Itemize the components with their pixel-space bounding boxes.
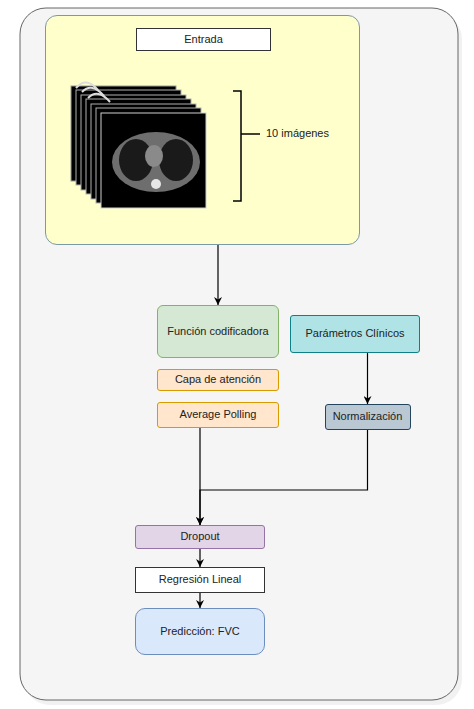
node-text: Regresión Lineal — [159, 573, 242, 586]
node-text: Dropout — [180, 530, 219, 543]
normalization-box: Normalización — [325, 404, 411, 430]
bracket — [233, 91, 260, 201]
node-text: Función codificadora — [167, 325, 269, 338]
regression-box: Regresión Lineal — [135, 567, 265, 593]
clinical-params-box: Parámetros Clínicos — [290, 315, 420, 353]
flow-arrow — [200, 430, 368, 525]
node-text: Average Polling — [180, 408, 257, 421]
node-text: Normalización — [333, 410, 403, 423]
node-text: 10 imágenes — [266, 127, 329, 140]
encoder-box: Función codificadora — [157, 305, 279, 358]
node-text: Capa de atención — [175, 373, 261, 386]
node-text: Predicción: FVC — [160, 625, 239, 638]
ct-slices — [71, 82, 206, 208]
flow-arrow — [199, 549, 200, 567]
prediction-box: Predicción: FVC — [135, 608, 265, 655]
node-text: Parámetros Clínicos — [305, 327, 404, 340]
pooling-box: Average Polling — [157, 402, 279, 428]
flow-arrow — [199, 593, 200, 608]
flow-arrow — [367, 353, 368, 404]
input-panel: Entrada 10 imágenes — [45, 15, 360, 245]
flow-arrow — [217, 245, 218, 305]
node-text: Entrada — [184, 33, 223, 46]
attention-layer-box: Capa de atención — [157, 369, 279, 391]
input-label-box: Entrada — [136, 28, 271, 51]
dropout-box: Dropout — [135, 525, 265, 549]
